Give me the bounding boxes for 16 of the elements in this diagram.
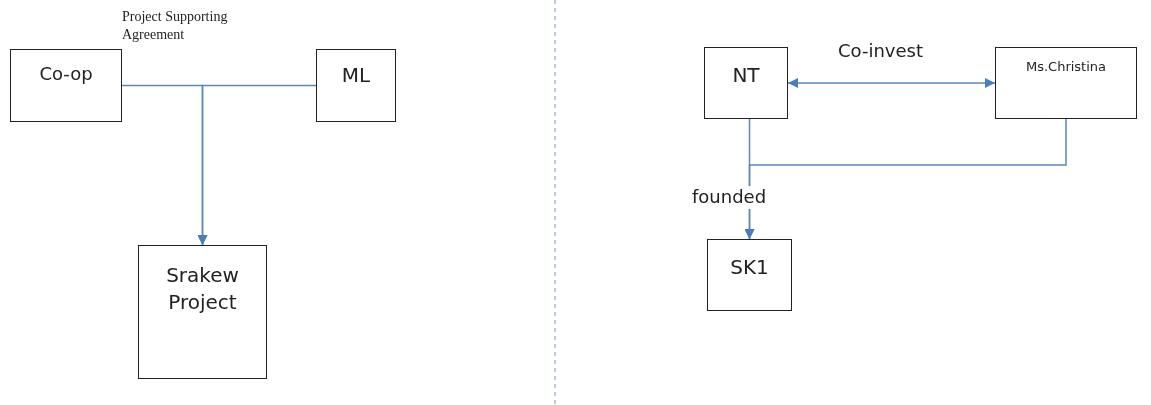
process-box [995, 47, 1137, 119]
process-box [316, 49, 396, 122]
process-box [10, 49, 122, 122]
arrow [744, 118, 1067, 240]
process-box [707, 239, 792, 311]
node-label: SK1 [730, 254, 769, 281]
edge-label: founded [692, 186, 767, 209]
node-label: NT [732, 62, 760, 89]
node-label: ML [341, 62, 371, 89]
node-label: Co-op [39, 62, 93, 86]
arrow [197, 84, 317, 246]
node-label: Srakew Project [165, 262, 240, 316]
process-box [138, 245, 267, 379]
arrow [787, 78, 996, 88]
node-label: Ms.Christina [1025, 58, 1107, 76]
process-box [704, 47, 788, 119]
